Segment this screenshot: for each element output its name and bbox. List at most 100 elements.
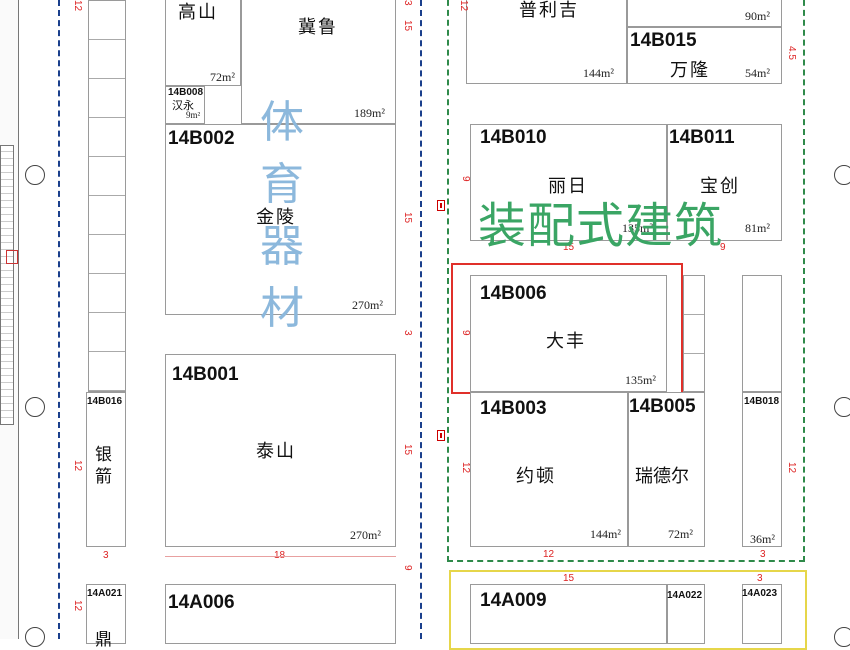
booth-name: 普利吉 <box>519 0 579 21</box>
dimension-label: 15 <box>402 444 413 456</box>
booth-code: 14A023 <box>742 588 778 599</box>
dimension-label: 9 <box>402 565 413 571</box>
booth-code: 14B008 <box>168 87 204 98</box>
dimension-label: 9 <box>460 176 471 182</box>
column-marker <box>834 165 850 185</box>
booth-area: 135m² <box>622 221 653 235</box>
booth-code: 14B016 <box>87 396 123 407</box>
booth-area: 189m² <box>354 106 385 120</box>
booth-14b010[interactable] <box>470 124 667 241</box>
booth-14b011[interactable] <box>667 124 782 241</box>
booth-code: 14A022 <box>667 590 703 601</box>
dimension-label: 12 <box>543 549 555 560</box>
dimension-label: 15 <box>563 573 575 584</box>
dimension-label: 12 <box>72 0 83 12</box>
booth-name: 银 <box>95 445 114 465</box>
booth-code: 14B015 <box>630 30 697 51</box>
booth-name: 高山 <box>178 2 218 23</box>
booth-name: 大丰 <box>546 331 586 352</box>
booth-code: 14B005 <box>629 396 696 417</box>
prefab-zone-border <box>447 0 805 562</box>
booth-name: 泰山 <box>256 441 296 462</box>
booth-area: 9m² <box>186 110 201 120</box>
booth-area: 270m² <box>350 528 381 542</box>
booth-code: 14B003 <box>480 398 547 419</box>
booth-14b006[interactable] <box>470 275 667 392</box>
booth-area: 144m² <box>583 66 614 80</box>
dimension-label: 15 <box>563 242 575 253</box>
booth-14b018[interactable] <box>742 392 782 547</box>
booth-area: 270m² <box>352 298 383 312</box>
booth-code: 14B010 <box>480 127 547 148</box>
dimension-label: 3 <box>760 549 766 560</box>
booth-14b015[interactable] <box>627 27 782 84</box>
booth-14a009[interactable] <box>470 584 667 644</box>
booth-14b003[interactable] <box>470 392 628 547</box>
booth-jilu[interactable] <box>241 0 396 124</box>
booth-14a022[interactable] <box>667 584 705 644</box>
booth-area: 54m² <box>745 66 770 80</box>
dimension-label: 12 <box>460 462 471 474</box>
booth-code: 14B006 <box>480 283 547 304</box>
booth-area: 81m² <box>745 221 770 235</box>
dimension-label: 3 <box>757 573 763 584</box>
dimension-label: 9 <box>720 242 726 253</box>
booth-code: 14B018 <box>744 396 780 407</box>
dimension-label: 3 <box>402 330 413 336</box>
small-stall <box>683 275 705 392</box>
dimension-label: 12 <box>72 600 83 612</box>
booth-name: 箭 <box>95 467 114 487</box>
booth-gaoshan[interactable] <box>165 0 241 86</box>
small-stall <box>742 275 782 392</box>
booth-name: 鼎 <box>95 630 114 650</box>
booth-top-small[interactable] <box>627 0 782 27</box>
booth-code: 14B011 <box>669 127 735 148</box>
column-marker <box>834 397 850 417</box>
column-marker <box>834 627 850 647</box>
highlight-box <box>451 263 683 394</box>
booth-name: 瑞德尔 <box>635 466 689 487</box>
left-door <box>6 250 18 264</box>
booth-area: 72m² <box>668 527 693 541</box>
booth-code: 14B001 <box>172 364 239 385</box>
left-stair <box>0 145 14 425</box>
booth-code: 14B002 <box>168 128 235 149</box>
booth-14a006[interactable] <box>165 584 396 644</box>
booth-14b005[interactable] <box>628 392 705 547</box>
aisle-line <box>420 0 422 639</box>
zone-label-sports: 体 育 器 材 <box>260 97 304 334</box>
booth-14b002[interactable] <box>165 124 396 315</box>
dimension-label: 15 <box>402 20 413 32</box>
booth-name: 丽日 <box>548 176 588 197</box>
dimension-label: 12 <box>786 462 797 474</box>
booth-area: 135m² <box>625 373 656 387</box>
booth-pulijie[interactable] <box>466 0 627 84</box>
column-marker <box>25 165 45 185</box>
booth-area: 144m² <box>590 527 621 541</box>
column-marker <box>25 397 45 417</box>
dimension-label: 4.5 <box>786 46 797 60</box>
booth-14a021[interactable] <box>86 584 126 644</box>
booth-14b008[interactable] <box>165 86 205 124</box>
column-marker <box>25 627 45 647</box>
booth-14b016[interactable] <box>86 392 126 547</box>
booth-code: 14A006 <box>168 592 235 613</box>
booth-name: 汉永 <box>172 99 194 112</box>
aisle-line <box>58 0 60 639</box>
booth-code: 14A021 <box>87 588 123 599</box>
booth-area: 72m² <box>210 70 235 84</box>
booth-name: 宝创 <box>700 176 740 197</box>
fire-extinguisher-icon <box>437 430 445 441</box>
booth-14b001[interactable] <box>165 354 396 547</box>
booth-area: 36m² <box>750 532 775 546</box>
dimension-label: 15 <box>402 212 413 224</box>
left-strip <box>88 0 126 392</box>
booth-area: 90m² <box>745 9 770 23</box>
dimension-label: 18 <box>274 550 286 561</box>
dimension-label: 3 <box>402 0 413 6</box>
booth-name: 冀鲁 <box>298 17 338 38</box>
dimension-label: 3 <box>103 550 109 561</box>
zone-label-prefab: 装配式建筑 <box>478 198 724 254</box>
dimension-line <box>165 556 396 557</box>
dimension-label: 12 <box>458 0 469 12</box>
